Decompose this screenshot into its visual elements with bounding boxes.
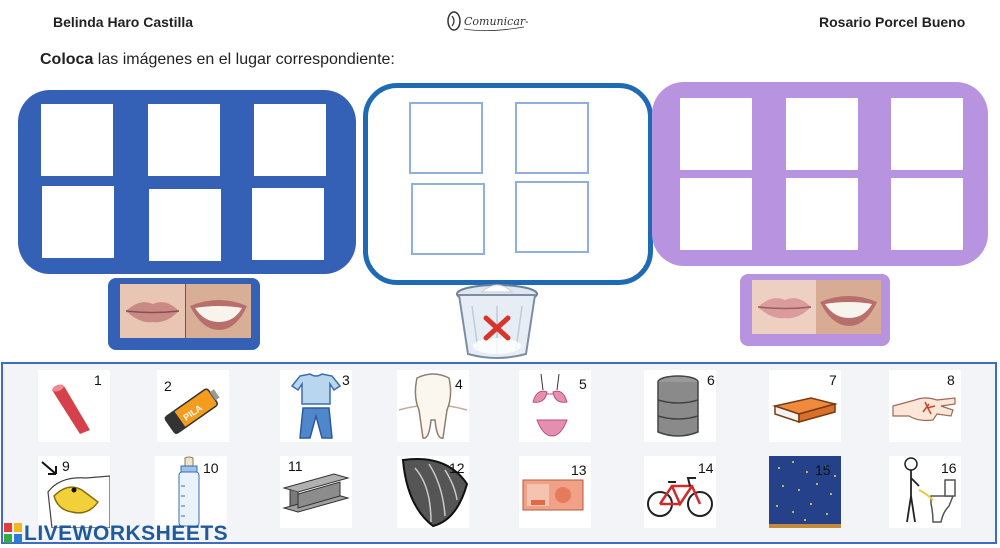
open-lips-icon	[186, 284, 251, 338]
open-lips-icon	[816, 280, 881, 334]
drop-slot[interactable]	[786, 178, 858, 250]
card-number: 2	[164, 378, 172, 394]
drop-slot[interactable]	[786, 98, 858, 170]
card-steel-beam[interactable]: 11	[280, 456, 352, 528]
mouth-label-blue	[108, 278, 260, 350]
closed-lips-icon	[120, 284, 185, 338]
drop-zone-open-lips	[652, 82, 988, 266]
instruction-text: las imágenes en el lugar correspondiente…	[93, 51, 395, 68]
image-bank: 1 PILA 2 3 4	[1, 362, 997, 544]
drop-slot[interactable]	[515, 181, 589, 253]
liveworksheets-brand[interactable]: LIVEWORKSHEETS	[24, 522, 229, 545]
battery-icon: PILA	[164, 388, 220, 435]
author-left: Belinda Haro Castilla	[53, 14, 194, 30]
card-seed[interactable]: 12	[397, 456, 469, 528]
card-eagle[interactable]: 9	[38, 456, 110, 528]
card-number: 10	[203, 460, 219, 476]
card-tooth[interactable]: 4	[397, 370, 469, 442]
drop-slot[interactable]	[891, 178, 963, 250]
card-baby-bottle[interactable]: 10	[155, 456, 227, 528]
hand-splinter-icon	[892, 397, 956, 422]
barrel-icon	[657, 375, 699, 437]
drop-slot[interactable]	[680, 98, 752, 170]
trash-can-icon	[456, 284, 538, 359]
card-bicycle[interactable]: 14	[644, 456, 716, 528]
closed-lips-icon	[752, 280, 817, 334]
drop-slot[interactable]	[254, 104, 326, 176]
card-number: 3	[342, 372, 350, 388]
card-starry-sky[interactable]: 15	[769, 456, 841, 528]
baby-bottle-icon	[178, 456, 200, 527]
banknote-icon	[522, 479, 584, 511]
card-number: 14	[698, 460, 714, 476]
card-number: 5	[579, 376, 587, 392]
drop-zone-closed-lips	[18, 90, 356, 274]
sunflower-seed-icon	[401, 458, 469, 528]
card-number: 11	[288, 458, 303, 474]
chalk-icon	[52, 384, 90, 434]
comunicar-logo-text: Comunicar-nos	[464, 15, 528, 28]
tooth-icon	[398, 373, 468, 439]
card-number: 16	[941, 460, 957, 476]
drop-slot[interactable]	[409, 102, 483, 174]
instruction-bold: Coloca	[40, 51, 94, 68]
drop-slot[interactable]	[148, 104, 220, 176]
card-battery[interactable]: PILA 2	[157, 370, 229, 442]
starry-sky-icon	[769, 456, 841, 528]
author-right: Rosario Porcel Bueno	[819, 14, 966, 30]
drop-slot[interactable]	[149, 189, 221, 261]
steel-beam-icon	[282, 473, 350, 513]
book-icon	[772, 397, 838, 424]
drop-zone-trash	[363, 83, 653, 285]
card-number: 13	[571, 462, 587, 478]
card-person-toilet[interactable]: 16	[889, 456, 961, 528]
drop-slot[interactable]	[515, 102, 589, 174]
card-chalk[interactable]: 1	[38, 370, 110, 442]
person-toilet-icon	[904, 457, 956, 523]
instruction: Coloca las imágenes en el lugar correspo…	[40, 51, 395, 69]
card-pajamas[interactable]: 3	[280, 370, 352, 442]
bikini-icon	[532, 373, 568, 437]
drop-slot[interactable]	[42, 186, 114, 258]
card-number: 1	[94, 372, 102, 388]
card-number: 6	[707, 372, 715, 388]
card-bikini[interactable]: 5	[519, 370, 591, 442]
eagle-beak-icon	[41, 461, 110, 528]
card-banknote[interactable]: 13	[519, 456, 591, 528]
comunicar-logo: Comunicar-nos	[447, 11, 528, 31]
liveworksheets-logo-icon	[4, 523, 22, 543]
card-number: 12	[449, 460, 465, 476]
card-number: 7	[829, 372, 837, 388]
drop-slot[interactable]	[252, 188, 324, 260]
mouth-label-purple	[740, 274, 890, 346]
drop-slot[interactable]	[680, 178, 752, 250]
card-number: 15	[815, 462, 831, 478]
drop-slot[interactable]	[891, 98, 963, 170]
drop-slot[interactable]	[411, 183, 485, 255]
card-number: 9	[62, 458, 70, 474]
card-book[interactable]: 7	[769, 370, 841, 442]
card-number: 8	[947, 372, 955, 388]
pajamas-icon	[290, 373, 342, 439]
bicycle-icon	[647, 477, 713, 517]
card-hand[interactable]: 8	[889, 370, 961, 442]
drop-slot[interactable]	[41, 104, 113, 176]
card-barrel[interactable]: 6	[644, 370, 716, 442]
card-number: 4	[455, 376, 463, 392]
